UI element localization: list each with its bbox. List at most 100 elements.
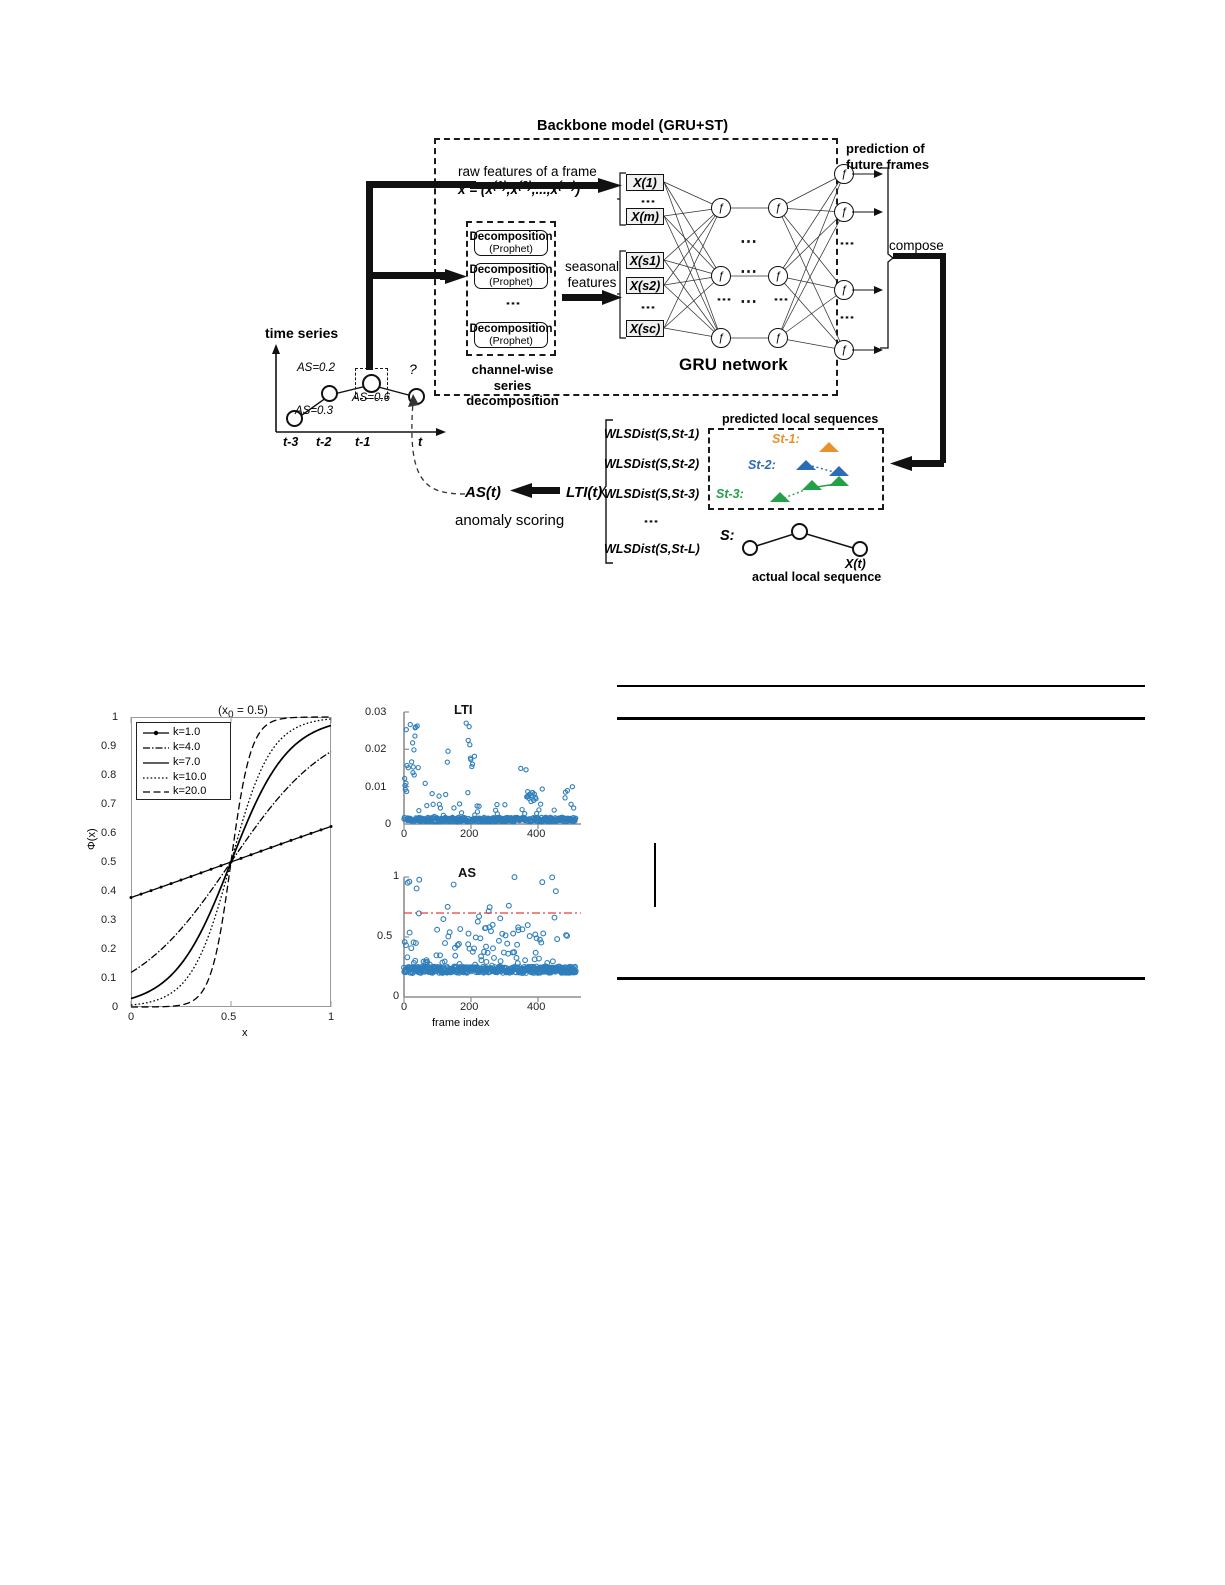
actual-sequence-node-1 xyxy=(742,540,758,556)
anomaly-scoring-caption: anomaly scoring xyxy=(455,512,565,529)
input-box-xs1: X(s1) xyxy=(626,252,664,269)
sigmoid-ytick-0.4: 0.4 xyxy=(101,885,117,897)
predicted-row-label-t3: St-3: xyxy=(716,487,744,501)
lti-xtick-200: 200 xyxy=(460,828,479,840)
lti-ytick-0.01: 0.01 xyxy=(365,781,387,793)
as-xtick-0: 0 xyxy=(401,1001,408,1013)
decomposition-box-2-title: Decomposition xyxy=(469,264,553,277)
sigmoid-ytick-0.2: 0.2 xyxy=(101,943,117,955)
decomposition-caption-line2: decomposition xyxy=(466,393,559,409)
compose-label: compose xyxy=(889,238,944,253)
as-annotation-t1: AS=0.6 xyxy=(352,392,391,404)
sigmoid-legend-label-k20: k=20.0 xyxy=(173,785,207,797)
lti-ytick-0.02: 0.02 xyxy=(365,743,387,755)
sigmoid-xtick-0: 0 xyxy=(128,1011,135,1023)
decomposition-caption-line1: channel-wise series xyxy=(471,362,554,393)
as-plot-title: AS xyxy=(458,865,477,880)
input-box-x1: X(1) xyxy=(626,174,664,191)
wlsdist-vertical-dots: ⋮ xyxy=(642,514,660,529)
table-top-rule xyxy=(617,685,1145,687)
anomaly-feedback-dashed-curve xyxy=(408,394,466,495)
time-tick-t: t xyxy=(418,435,423,449)
compose-bar-horizontal xyxy=(893,253,946,259)
decomposition-box-n-title: Decomposition xyxy=(469,323,553,336)
gru-neuron-out-3: ƒ xyxy=(834,280,854,300)
decomposition-caption: channel-wise series decomposition xyxy=(455,362,570,409)
as-annotation-t2: AS=0.2 xyxy=(297,362,336,374)
lti-plot: LTI 0.03 0.02 0.01 0 0 200 400 xyxy=(360,660,600,850)
gru-neuron-l1-1: ƒ xyxy=(711,198,731,218)
lti-plot-title: LTI xyxy=(454,702,473,717)
sigmoid-ytick-0.8: 0.8 xyxy=(101,769,117,781)
gru-neuron-l2-3: ƒ xyxy=(768,328,788,348)
seasonal-line1: seasonal xyxy=(564,259,620,274)
as-ytick-1: 1 xyxy=(393,870,400,882)
channel-wise-decomposition-group xyxy=(466,221,556,356)
as-axes-and-points xyxy=(401,874,581,1002)
input-box-xm: X(m) xyxy=(626,208,664,225)
gru-network-label: GRU network xyxy=(679,355,788,374)
decomposition-box-1-title: Decomposition xyxy=(469,231,553,244)
raw-features-arrow xyxy=(470,178,622,193)
decomposition-box-1-sub: (Prophet) xyxy=(489,242,533,255)
time-series-line xyxy=(294,384,417,421)
actual-sequence-caption: actual local sequence xyxy=(752,570,882,584)
gru-output-arrows xyxy=(852,170,883,354)
input-dots-seasonal: ⋮ xyxy=(639,300,657,315)
seasonal-features-arrow xyxy=(562,290,622,305)
sigmoid-ytick-0.3: 0.3 xyxy=(101,914,117,926)
decomposition-input-arrow xyxy=(440,269,467,284)
gru-hidden-vdots-l2: ⋮ xyxy=(772,292,790,307)
as-plot: AS 1 0.5 0 0 200 400 frame index xyxy=(360,825,600,1040)
input-box-xsc: X(sc) xyxy=(626,320,664,337)
prediction-line1: prediction of xyxy=(846,141,925,156)
decomposition-box-n: Decomposition (Prophet) xyxy=(469,322,553,348)
raw-features-line1: raw features of a frame xyxy=(458,164,597,179)
predicted-row-label-t2: St-2: xyxy=(748,458,776,472)
sigmoid-xtick-1: 1 xyxy=(328,1011,335,1023)
sigmoid-xtick-0.5: 0.5 xyxy=(221,1011,237,1023)
as-t-label: AS(t) xyxy=(465,484,501,501)
sigmoid-ytick-0.7: 0.7 xyxy=(101,798,117,810)
seasonal-input-brace xyxy=(617,250,626,339)
table-bottom-rule xyxy=(617,977,1145,980)
gru-network-edges xyxy=(663,173,845,351)
gru-hidden-vdots-l1: ⋮ xyxy=(715,292,733,307)
wlsdist-row-3: WLSDist(S,St-3) xyxy=(604,487,700,501)
sigmoid-plot: (x0 = 0.5) 0 0.1 0.2 0.3 0.4 0.5 0.6 0.7… xyxy=(0,660,360,1060)
unknown-marker: ? xyxy=(409,361,417,377)
time-tick-t2: t-2 xyxy=(316,435,332,449)
lti-ytick-0.03: 0.03 xyxy=(365,706,387,718)
seasonal-feature-branch-bar xyxy=(366,272,446,279)
input-box-xsc-label: X(sc) xyxy=(629,321,661,336)
actual-sequence-node-3 xyxy=(852,541,868,557)
sigmoid-legend-label-k4: k=4.0 xyxy=(173,741,201,753)
lti-t-label: LTI(t) xyxy=(566,484,603,501)
prediction-line2: future frames xyxy=(846,156,930,172)
sigmoid-ylabel: Φ(x) xyxy=(86,828,98,850)
raw-input-brace xyxy=(617,172,626,226)
raw-feature-branch-bar xyxy=(366,181,476,188)
time-series-title: time series xyxy=(265,325,339,341)
backbone-model-title: Backbone model (GRU+ST) xyxy=(537,118,729,134)
as-xtick-400: 400 xyxy=(527,1001,546,1013)
sigmoid-ytick-0.9: 0.9 xyxy=(101,740,117,752)
input-box-xs2-label: X(s2) xyxy=(629,278,661,293)
as-xtick-200: 200 xyxy=(460,1001,479,1013)
sigmoid-ytick-0.6: 0.6 xyxy=(101,827,117,839)
input-box-xs1-label: X(s1) xyxy=(629,253,661,268)
time-tick-t1: t-1 xyxy=(355,435,371,449)
gru-neuron-l1-2: ƒ xyxy=(711,266,731,286)
table-column-divider xyxy=(654,843,656,907)
sigmoid-ytick-1: 1 xyxy=(112,711,119,723)
sigmoid-legend: k=1.0 k=4.0 k=7.0 k=10.0 k=20.0 xyxy=(136,722,231,800)
sigmoid-ytick-0.5: 0.5 xyxy=(101,856,117,868)
gru-neuron-l2-1: ƒ xyxy=(768,198,788,218)
compose-to-predicted-arrow xyxy=(890,456,944,471)
sigmoid-legend-label-k7: k=7.0 xyxy=(173,756,201,768)
decomposition-box-1: Decomposition (Prophet) xyxy=(469,230,553,256)
results-table xyxy=(617,680,1145,985)
prediction-label: prediction of future frames xyxy=(846,141,929,172)
gru-neuron-out-4: ƒ xyxy=(834,340,854,360)
wlsdist-brace xyxy=(601,419,613,564)
